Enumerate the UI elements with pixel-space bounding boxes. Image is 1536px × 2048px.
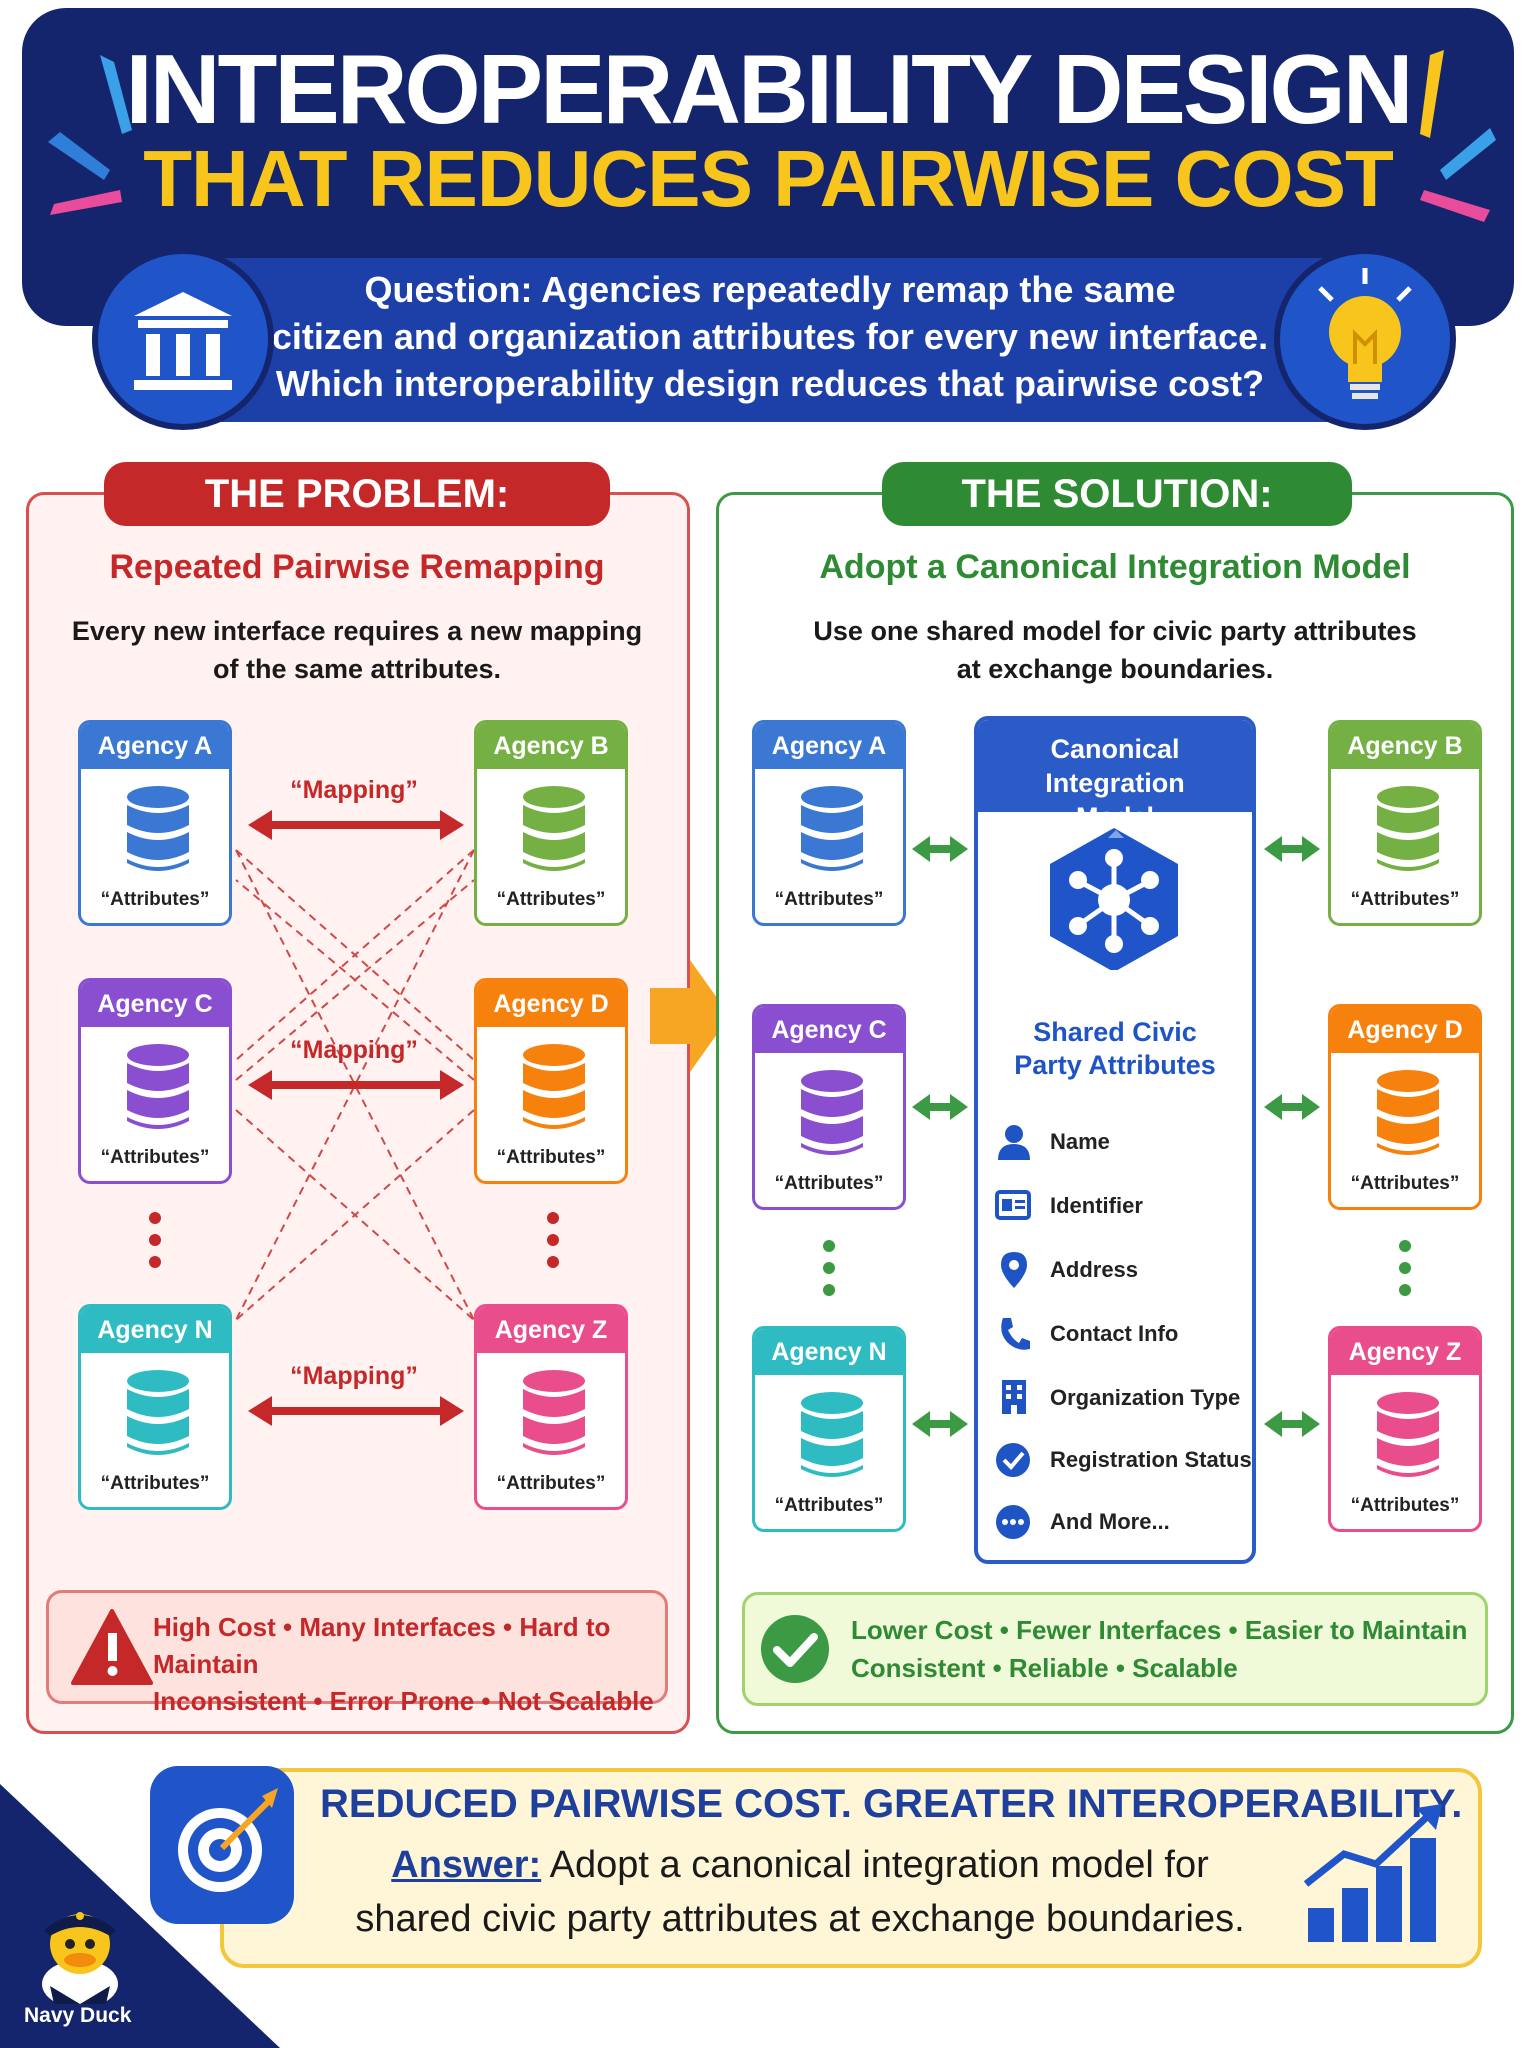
problem-agency-d: Agency D “Attributes”	[474, 978, 628, 1184]
database-icon	[127, 1370, 189, 1455]
mapping-label-1: “Mapping”	[290, 776, 418, 804]
ellipsis-dots	[547, 1212, 559, 1268]
database-icon	[523, 1044, 585, 1129]
solution-agency-c: Agency C “Attributes”	[752, 1004, 906, 1210]
target-badge	[150, 1766, 294, 1924]
problem-agency-b: Agency B “Attributes”	[474, 720, 628, 926]
title-line-2: THAT REDUCES PAIRWISE COST	[143, 134, 1394, 223]
institution-badge	[92, 248, 274, 430]
problem-agency-n: Agency N “Attributes”	[78, 1304, 232, 1510]
database-icon	[1377, 786, 1439, 871]
problem-badge: THE PROBLEM:	[104, 462, 610, 526]
lightbulb-icon	[1318, 268, 1412, 399]
database-icon	[127, 786, 189, 871]
shared-attributes-title: Shared Civic Party Attributes	[1014, 1017, 1216, 1080]
solution-description: Use one shared model for civic party att…	[813, 616, 1417, 684]
canonical-model-title: Canonical Integration Model	[978, 720, 1252, 832]
phone-icon	[1001, 1318, 1030, 1350]
solution-agency-b: Agency B “Attributes”	[1328, 720, 1482, 926]
warning-icon	[71, 1609, 153, 1685]
solution-agency-a: Agency A “Attributes”	[752, 720, 906, 926]
title-line-1: INTEROPERABILITY DESIGN	[125, 34, 1413, 144]
database-icon	[523, 1370, 585, 1455]
question-bar	[92, 258, 1444, 422]
solution-agency-d: Agency D “Attributes”	[1328, 1004, 1482, 1210]
problem-description: Every new interface requires a new mappi…	[71, 616, 643, 684]
transition-arrow-icon	[650, 960, 730, 1072]
answer-text: Answer: Adopt a canonical integration mo…	[355, 1844, 1245, 1940]
person-icon	[998, 1125, 1030, 1160]
answer-label: Answer:	[391, 1844, 542, 1886]
growth-chart-icon	[1303, 1804, 1442, 1942]
solution-badge: THE SOLUTION:	[882, 462, 1352, 526]
database-icon	[1377, 1070, 1439, 1155]
building-icon	[1002, 1380, 1026, 1414]
database-icon	[801, 1070, 863, 1155]
database-icon	[1377, 1392, 1439, 1477]
idea-badge	[1274, 248, 1456, 430]
check-badge-icon	[761, 1615, 829, 1683]
government-building-icon	[134, 292, 232, 390]
problem-agency-z: Agency Z “Attributes”	[474, 1304, 628, 1510]
spark-decoration-left	[48, 55, 132, 215]
database-icon	[127, 1044, 189, 1129]
solution-agency-n: Agency N “Attributes”	[752, 1326, 906, 1532]
solution-subtitle: Adopt a Canonical Integration Model	[819, 548, 1411, 586]
check-circle-icon	[996, 1443, 1030, 1477]
database-icon	[801, 1392, 863, 1477]
problem-agency-a: Agency A “Attributes”	[78, 720, 232, 926]
problem-agency-c: Agency C “Attributes”	[78, 978, 232, 1184]
problem-footer: High Cost • Many Interfaces • Hard to Ma…	[46, 1590, 668, 1716]
location-pin-icon	[1001, 1252, 1027, 1288]
network-hub-icon	[1050, 828, 1178, 970]
mapping-label-2: “Mapping”	[290, 1036, 418, 1064]
more-icon	[996, 1505, 1030, 1539]
ellipsis-dots	[149, 1212, 161, 1268]
database-icon	[801, 786, 863, 871]
question-text: Question: Agencies repeatedly remap the …	[271, 269, 1269, 404]
answer-banner	[220, 1768, 1482, 1968]
target-icon	[178, 1788, 278, 1892]
spark-decoration-right	[1420, 50, 1496, 222]
solution-footer: Lower Cost • Fewer Interfaces • Easier t…	[742, 1592, 1488, 1706]
solution-agency-z: Agency Z “Attributes”	[1328, 1326, 1482, 1532]
database-icon	[523, 786, 585, 871]
ellipsis-dots	[1399, 1240, 1411, 1296]
answer-headline: REDUCED PAIRWISE COST. GREATER INTEROPER…	[320, 1782, 1463, 1826]
problem-subtitle: Repeated Pairwise Remapping	[109, 548, 605, 586]
id-card-icon	[995, 1190, 1031, 1220]
brand-name: Navy Duck	[24, 2004, 132, 2027]
mapping-label-3: “Mapping”	[290, 1362, 418, 1390]
duck-mascot-icon	[42, 1912, 118, 2004]
ellipsis-dots	[823, 1240, 835, 1296]
